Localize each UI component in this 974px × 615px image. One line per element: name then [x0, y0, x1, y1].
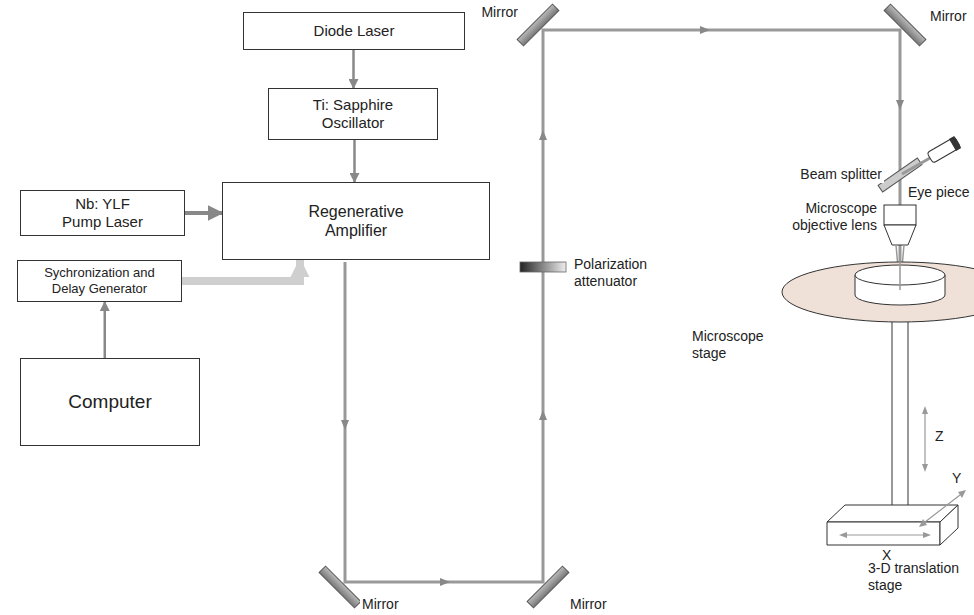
- eye-piece: [949, 136, 961, 151]
- mirror: [527, 566, 569, 608]
- objective-lens: [884, 225, 916, 245]
- objective-lens: [884, 205, 916, 225]
- signal-arrow: [353, 140, 356, 182]
- part-label: 3-D translation stage: [866, 560, 974, 594]
- process-box: Computer: [20, 358, 200, 446]
- signal-arrow: [104, 302, 107, 358]
- process-box: Sychronization and Delay Generator: [17, 260, 182, 302]
- eyepiece-path: [902, 158, 930, 174]
- box-label: Diode Laser: [314, 22, 395, 40]
- stage-post: [892, 300, 908, 510]
- polarization-attenuator: [520, 262, 566, 272]
- part-label: Mirror: [360, 596, 414, 613]
- part-label: Z: [933, 428, 953, 445]
- signal-arrow: [182, 260, 300, 281]
- process-box: Nb: YLF Pump Laser: [20, 190, 185, 236]
- box-label: Computer: [68, 391, 151, 414]
- part-label: Polarization attenuator: [572, 256, 676, 290]
- mirror: [517, 4, 559, 46]
- part-label: Mirror: [470, 4, 520, 21]
- box-label: Nb: YLF Pump Laser: [58, 195, 148, 231]
- box-label: Sychronization and Delay Generator: [30, 265, 170, 296]
- translation-stage: [827, 505, 958, 522]
- mirror: [884, 4, 926, 46]
- part-label: Mirror: [928, 8, 974, 25]
- part-label: Microscope objective lens: [760, 200, 879, 234]
- signal-arrow: [185, 211, 222, 215]
- mirror: [319, 566, 361, 608]
- axis-arrows: [839, 406, 966, 538]
- part-label: Eye piece: [906, 184, 972, 201]
- part-label: Microscope stage: [690, 328, 794, 362]
- translation-stage: [940, 505, 958, 545]
- signal-arrow: [352, 50, 355, 88]
- process-box: Ti: Sapphire Oscillator: [268, 88, 438, 140]
- box-label: Regenerative Amplifier: [296, 202, 416, 240]
- part-label: Y: [950, 470, 970, 487]
- process-box: Diode Laser: [243, 12, 465, 50]
- part-label: Beam splitter: [760, 166, 884, 183]
- beam-in-sample: [899, 260, 901, 290]
- eye-piece: [927, 137, 961, 163]
- microscope-stage: [782, 262, 974, 322]
- box-label: Ti: Sapphire Oscillator: [298, 96, 408, 132]
- process-box: Regenerative Amplifier: [222, 182, 490, 260]
- part-label: Mirror: [568, 596, 622, 613]
